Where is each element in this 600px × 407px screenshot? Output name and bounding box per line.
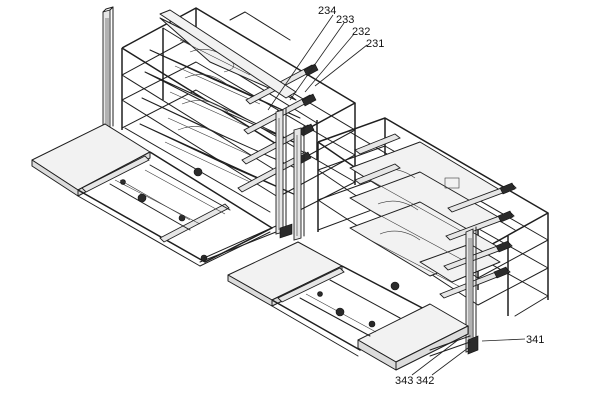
left-storage-rack	[121, 7, 356, 213]
left-middle-mast	[275, 107, 305, 241]
left-vertical-mast	[102, 6, 114, 131]
label-342: 342	[416, 375, 434, 387]
reference-labels: 234 233 232 231 341 343 342	[318, 5, 544, 387]
label-233: 233	[336, 14, 354, 26]
label-231: 231	[366, 38, 384, 50]
label-234: 234	[318, 5, 336, 17]
right-storage-rack	[317, 117, 549, 317]
label-343: 343	[395, 375, 413, 387]
right-platform	[227, 241, 471, 371]
label-341: 341	[526, 334, 544, 346]
leader-lines	[267, 14, 526, 376]
label-232: 232	[352, 26, 370, 38]
right-vertical-mast	[465, 226, 479, 355]
left-platform	[31, 123, 277, 267]
